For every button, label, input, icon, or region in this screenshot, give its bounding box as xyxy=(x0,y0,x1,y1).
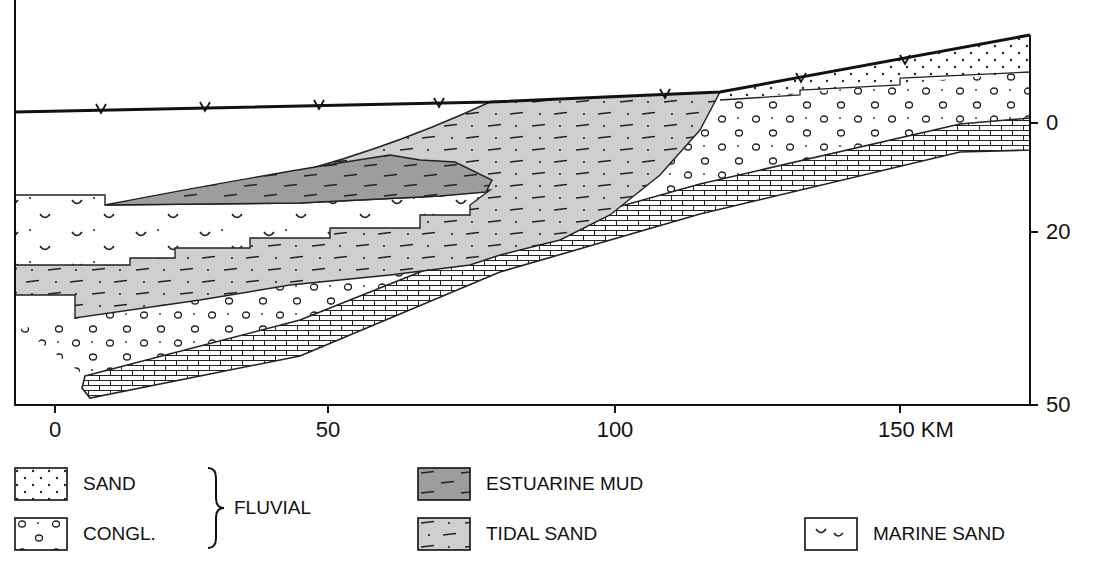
legend-swatch xyxy=(14,467,68,501)
group-label: FLUVIAL xyxy=(234,498,311,519)
legend-swatch xyxy=(417,517,471,551)
legend-text: SAND xyxy=(83,474,136,495)
depth-label: 50 xyxy=(1046,393,1070,417)
legend-swatch xyxy=(417,467,471,501)
distance-label: 100 xyxy=(597,418,634,442)
depth-label: 20 xyxy=(1046,220,1070,244)
depth-label: 0 xyxy=(1046,111,1058,135)
legend-text: TIDAL SAND xyxy=(486,524,597,545)
legend-text: ESTUARINE MUD xyxy=(486,474,643,495)
distance-label: 50 xyxy=(316,418,340,442)
legend-swatch xyxy=(804,517,858,551)
distance-label: 150 KM xyxy=(878,418,954,442)
distance-label: 0 xyxy=(49,418,61,442)
legend-text: CONGL. xyxy=(83,524,156,545)
legend-swatch xyxy=(14,517,68,551)
legend-text: MARINE SAND xyxy=(873,524,1005,545)
